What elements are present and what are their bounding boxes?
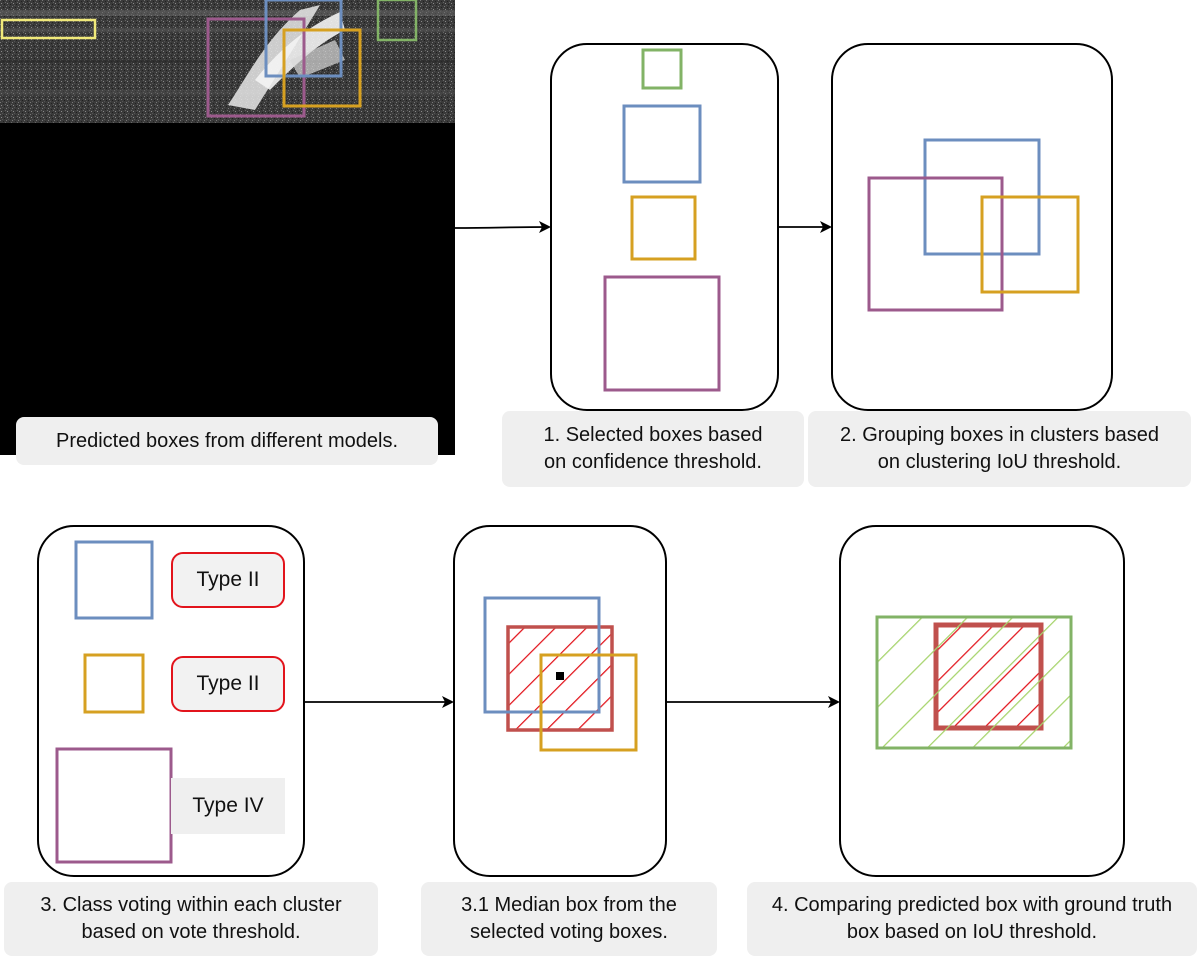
step2-panel: [831, 43, 1113, 411]
step4-ground-truth-box: [875, 615, 1073, 750]
predicted-box-blue: [264, 0, 343, 78]
caption-predicted-boxes: Predicted boxes from different models.: [16, 417, 438, 465]
vote-label-purple: Type IV: [171, 778, 285, 834]
step2-box-orange: [980, 195, 1080, 294]
step1-box-green: [641, 48, 683, 90]
arrow-step0-to-step1: [454, 221, 551, 234]
step2-box-purple: [867, 176, 1004, 312]
predicted-box-yellow: [0, 18, 97, 40]
predicted-box-orange: [282, 28, 362, 108]
step3-box-blue: [74, 540, 154, 620]
step1-box-orange: [630, 195, 697, 261]
caption-step4: 4. Comparing predicted box with ground t…: [747, 882, 1197, 956]
caption-step1: 1. Selected boxes based on confidence th…: [502, 411, 804, 487]
step1-box-purple: [603, 275, 721, 392]
caption-step3: 3. Class voting within each cluster base…: [4, 882, 378, 956]
predicted-box-green: [376, 0, 418, 42]
step1-box-blue: [622, 104, 702, 184]
step31-median-center: [556, 672, 564, 680]
caption-step2: 2. Grouping boxes in clusters based on c…: [808, 411, 1191, 487]
step3-box-orange: [83, 653, 145, 714]
step1-panel: [550, 43, 779, 411]
caption-step31: 3.1 Median box from the selected voting …: [421, 882, 717, 956]
vote-label-orange: Type II: [171, 656, 285, 712]
vote-label-blue: Type II: [171, 552, 285, 608]
spectrogram-image: [0, 0, 455, 455]
predicted-box-purple: [206, 17, 306, 118]
step31-box-orange: [539, 653, 638, 752]
